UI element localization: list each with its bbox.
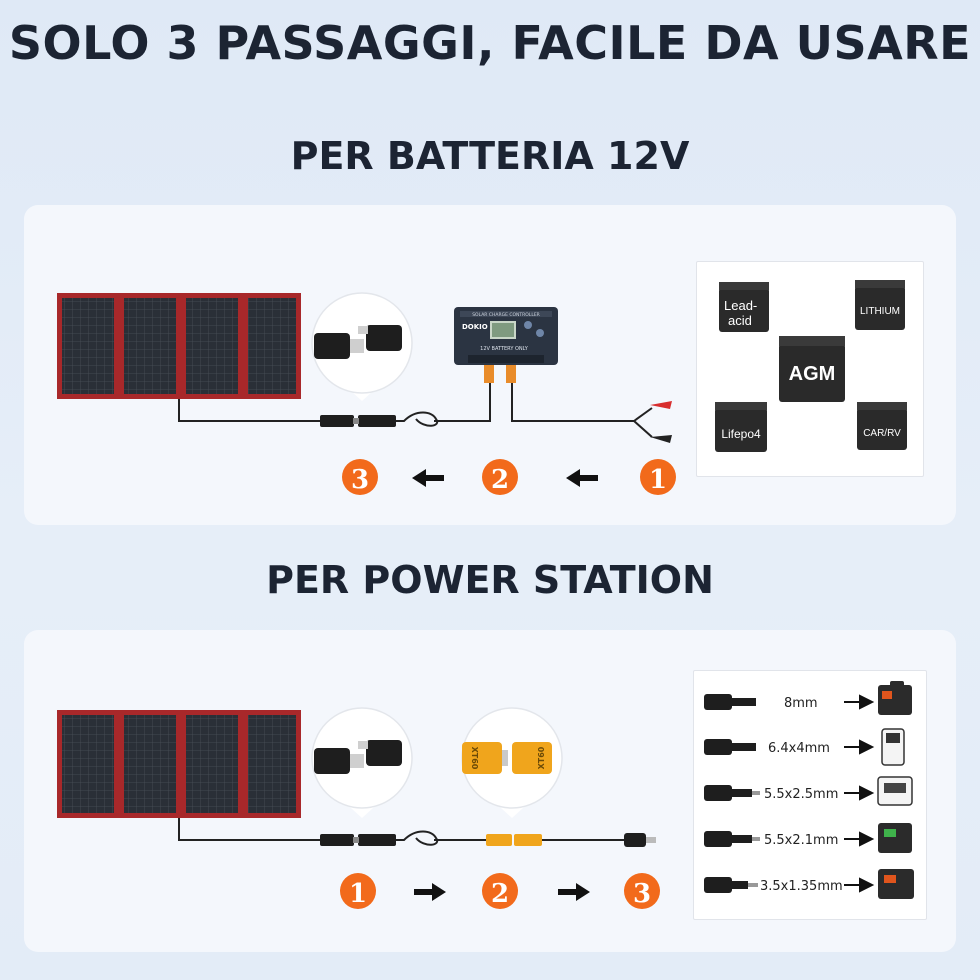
svg-text:2: 2 [491,879,509,909]
battery-diagram-panel: SOLAR CHARGE CONTROLLER DOKIO 12V BATTER… [24,205,956,525]
xt60-label-left: XT60 [470,747,479,770]
controller-line2: 12V BATTERY ONLY [480,346,529,352]
xt60-connector-zoom: XT60 XT60 [461,707,563,818]
connector-row-8mm: 8mm [704,681,912,715]
dc-plug-icon [624,833,656,847]
connector-size-label: 5.5x2.5mm [764,787,838,802]
dc-connectors-box: 8mm 6.4x4mm 5.5x2.5mm [693,670,927,920]
right-arrow-icon [558,883,590,901]
power-station-section-title: PER POWER STATION [266,558,714,602]
sae-connector [320,415,396,427]
battery-clip-red-icon [650,401,672,409]
step-3-badge: 3 [624,873,660,909]
folding-solar-panel [57,293,301,399]
svg-text:1: 1 [349,879,367,909]
battery-clip-black-icon [650,435,672,443]
connector-size-label: 5.5x2.1mm [764,833,838,848]
connector-size-label: 3.5x1.35mm [760,879,843,894]
connector-row-5.5x2.1mm: 5.5x2.1mm [704,823,912,853]
sae-connector-zoom [311,707,413,818]
battery-lifepo4: Lifepo4 [715,402,767,452]
power-station-cables [178,818,624,846]
battery-section-title: PER BATTERIA 12V [290,134,690,178]
step-2-badge: 2 [482,459,518,495]
controller-line1: SOLAR CHARGE CONTROLLER [472,312,540,318]
folding-solar-panel [57,710,301,818]
battery-types-box: Lead- acid LITHIUM AGM Lifepo4 C [696,261,924,477]
battery-cables [178,381,653,438]
left-arrow-icon [566,469,598,487]
connector-size-label: 6.4x4mm [768,741,830,756]
svg-text:AGM: AGM [789,363,836,385]
sae-connector-zoom [311,292,413,401]
svg-text:3: 3 [633,879,651,909]
xt60-connector [486,834,542,846]
step-3-badge: 3 [342,459,378,495]
svg-text:LITHIUM: LITHIUM [860,306,900,317]
left-arrow-icon [412,469,444,487]
connector-size-label: 8mm [784,696,818,711]
step-2-badge: 2 [482,873,518,909]
svg-text:1: 1 [649,465,667,495]
right-arrow-icon [414,883,446,901]
svg-text:acid: acid [728,313,752,328]
connector-row-5.5x2.5mm: 5.5x2.5mm [704,776,913,806]
svg-text:2: 2 [491,465,509,495]
svg-text:Lead-: Lead- [724,298,757,313]
main-title: SOLO 3 PASSAGGI, FACILE DA USARE [8,16,972,70]
svg-text:Lifepo4: Lifepo4 [721,427,761,441]
battery-lead-acid: Lead- acid [719,282,769,332]
step-1-badge: 1 [340,873,376,909]
connector-row-6.4x4mm: 6.4x4mm [704,728,905,766]
controller-brand: DOKIO [462,323,488,331]
step-1-badge: 1 [640,459,676,495]
svg-text:3: 3 [351,465,369,495]
connector-row-3.5x1.35mm: 3.5x1.35mm [704,869,914,899]
xt60-label-right: XT60 [537,746,546,769]
charge-controller: SOLAR CHARGE CONTROLLER DOKIO 12V BATTER… [454,307,558,383]
svg-text:CAR/RV: CAR/RV [863,428,901,439]
sae-connector [320,834,396,846]
battery-lithium: LITHIUM [855,280,905,330]
power-station-diagram-panel: XT60 XT60 1 2 3 8mm [24,630,956,952]
battery-agm: AGM [779,336,845,402]
battery-car-rv: CAR/RV [857,402,907,450]
